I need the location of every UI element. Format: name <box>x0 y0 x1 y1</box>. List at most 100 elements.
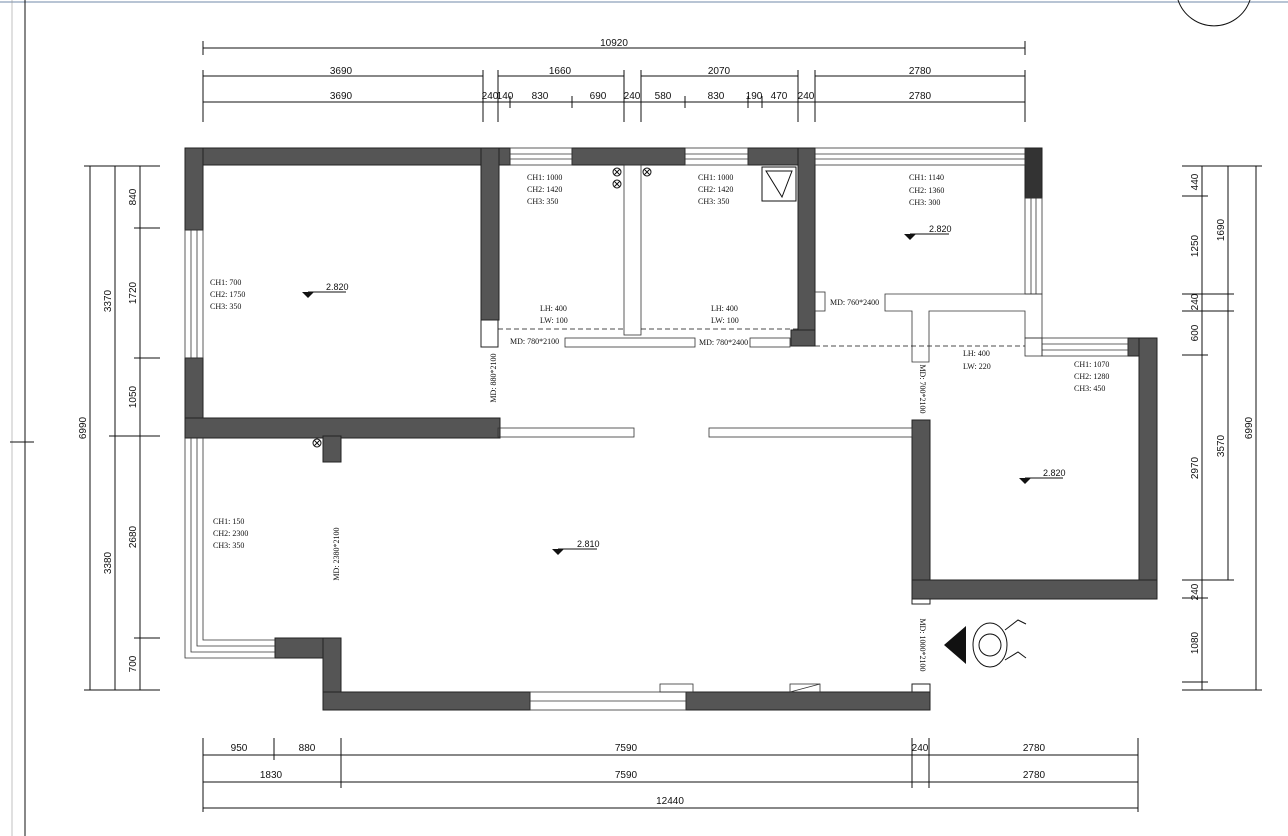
svg-text:2.810: 2.810 <box>577 539 600 549</box>
svg-text:CH2: 1420: CH2: 1420 <box>698 185 733 194</box>
room-2-notes: CH1: 1000 CH2: 1420 CH3: 350 <box>527 173 562 206</box>
door-note-3: MD: 760*2400 <box>830 298 879 307</box>
dim-bottom-r1-1: 880 <box>299 743 316 754</box>
dim-left-inner-0: 840 <box>128 188 139 205</box>
dim-bottom-r1-3: 240 <box>912 743 929 754</box>
room-1-notes: CH1: 700 CH2: 1750 CH3: 350 <box>210 278 245 311</box>
door-swing <box>789 683 821 693</box>
level-marker-4: 2.810 <box>552 539 600 555</box>
dim-top-r2-8: 190 <box>746 91 763 102</box>
dim-right-inner-6: 1080 <box>1190 631 1201 654</box>
beam-1-notes: LH: 400 LW: 100 <box>540 304 568 325</box>
svg-text:LH: 400: LH: 400 <box>711 304 738 313</box>
svg-text:CH1: 150: CH1: 150 <box>213 517 244 526</box>
dim-right-inner-0: 440 <box>1190 173 1201 190</box>
dim-bottom-total: 12440 <box>656 796 684 807</box>
beam-2-notes: LH: 400 LW: 100 <box>711 304 739 325</box>
dim-right-inner-4: 2970 <box>1190 456 1201 479</box>
dim-bottom-r2-1: 7590 <box>615 770 638 781</box>
north-circle-symbol <box>1177 0 1251 27</box>
dim-left-total: 6990 <box>78 416 89 439</box>
svg-text:CH2: 2300: CH2: 2300 <box>213 529 248 538</box>
dim-top-r1-3: 2780 <box>909 66 932 77</box>
svg-text:CH3: 450: CH3: 450 <box>1074 384 1105 393</box>
dim-left-outer-1: 3380 <box>103 551 114 574</box>
door-note-7: MD: 1000*2100 <box>918 618 927 671</box>
svg-text:LH: 400: LH: 400 <box>963 349 990 358</box>
svg-text:CH2: 1750: CH2: 1750 <box>210 290 245 299</box>
svg-text:CH2: 1360: CH2: 1360 <box>909 186 944 195</box>
dim-top-r2-2: 140 <box>497 91 514 102</box>
dim-top-r2-3: 830 <box>532 91 549 102</box>
dim-top-r2-5: 240 <box>624 91 641 102</box>
dim-top-r2-11: 2780 <box>909 91 932 102</box>
svg-text:CH1: 1000: CH1: 1000 <box>527 173 562 182</box>
level-marker-1: 2.820 <box>302 282 349 298</box>
dim-right-outer-0: 1690 <box>1216 218 1227 241</box>
svg-text:CH1: 700: CH1: 700 <box>210 278 241 287</box>
bottom-dimensions: 950 880 7590 240 2780 1830 7590 2780 124… <box>202 738 1139 812</box>
dim-top-r2-10: 240 <box>798 91 815 102</box>
level-marker-3: 2.820 <box>1019 468 1066 484</box>
drain-symbols <box>312 167 652 448</box>
dim-bottom-r1-2: 7590 <box>615 743 638 754</box>
top-dimensions: 10920 3690 1660 2070 2780 3690 240 140 8… <box>202 38 1026 122</box>
dim-bottom-r1-4: 2780 <box>1023 743 1046 754</box>
door-note-6: MD: 2380*2100 <box>332 527 341 580</box>
light-partitions <box>497 164 1043 438</box>
svg-text:CH3: 350: CH3: 350 <box>698 197 729 206</box>
dim-left-inner-1: 1720 <box>128 281 139 304</box>
door-note-2: MD: 780*2400 <box>699 338 748 347</box>
dim-bottom-r1-0: 950 <box>231 743 248 754</box>
door-note-1: MD: 780*2100 <box>510 337 559 346</box>
dim-top-r2-7: 830 <box>708 91 725 102</box>
level-marker-2: 2.820 <box>904 224 952 240</box>
dim-right-inner-2: 240 <box>1190 293 1201 310</box>
beam-lines <box>498 328 1025 347</box>
windows <box>184 147 1129 711</box>
dim-top-r2-6: 580 <box>655 91 672 102</box>
dim-right-total: 6990 <box>1244 416 1255 439</box>
dim-top-r2-9: 470 <box>771 91 788 102</box>
dim-top-total: 10920 <box>600 38 628 49</box>
dim-right-inner-5: 240 <box>1190 583 1201 600</box>
room-6-notes: CH1: 150 CH2: 2300 CH3: 350 <box>213 517 248 550</box>
dim-top-r1-1: 1660 <box>549 66 572 77</box>
dim-left-inner-4: 700 <box>128 655 139 672</box>
left-dimensions: 6990 3370 3380 840 1720 1050 2680 700 <box>78 165 160 691</box>
svg-text:LW: 100: LW: 100 <box>540 316 568 325</box>
dim-top-r2-0: 3690 <box>330 91 353 102</box>
svg-text:CH3: 350: CH3: 350 <box>527 197 558 206</box>
svg-text:CH2: 1280: CH2: 1280 <box>1074 372 1109 381</box>
svg-text:LH: 400: LH: 400 <box>540 304 567 313</box>
svg-text:LW: 100: LW: 100 <box>711 316 739 325</box>
svg-text:CH3: 350: CH3: 350 <box>213 541 244 550</box>
svg-text:CH2: 1420: CH2: 1420 <box>527 185 562 194</box>
svg-text:2.820: 2.820 <box>929 224 952 234</box>
svg-text:CH3: 300: CH3: 300 <box>909 198 940 207</box>
svg-text:CH1: 1070: CH1: 1070 <box>1074 360 1109 369</box>
entrance-arrow-icon <box>944 626 966 664</box>
svg-text:2.820: 2.820 <box>1043 468 1066 478</box>
dim-bottom-r2-2: 2780 <box>1023 770 1046 781</box>
svg-text:2.820: 2.820 <box>326 282 349 292</box>
svg-text:LW: 220: LW: 220 <box>963 362 991 371</box>
dim-left-inner-2: 1050 <box>128 385 139 408</box>
dim-top-r2-4: 690 <box>590 91 607 102</box>
dim-right-outer-1: 3570 <box>1216 434 1227 457</box>
door-note-5: MD: 700*2100 <box>918 364 927 413</box>
room-3-notes: CH1: 1000 CH2: 1420 CH3: 350 <box>698 173 733 206</box>
dim-left-inner-3: 2680 <box>128 525 139 548</box>
svg-text:CH1: 1000: CH1: 1000 <box>698 173 733 182</box>
beam-3-notes: LH: 400 LW: 220 <box>963 349 991 371</box>
svg-text:CH1: 1140: CH1: 1140 <box>909 173 944 182</box>
dim-left-outer-0: 3370 <box>103 289 114 312</box>
dim-top-r1-2: 2070 <box>708 66 731 77</box>
room-4-notes: CH1: 1140 CH2: 1360 CH3: 300 <box>909 173 944 207</box>
room-5-notes: CH1: 1070 CH2: 1280 CH3: 450 <box>1074 360 1109 393</box>
door-note-4: MD: 880*2100 <box>489 353 498 402</box>
svg-text:CH3: 350: CH3: 350 <box>210 302 241 311</box>
dim-top-r1-0: 3690 <box>330 66 353 77</box>
dim-right-inner-3: 600 <box>1190 324 1201 341</box>
